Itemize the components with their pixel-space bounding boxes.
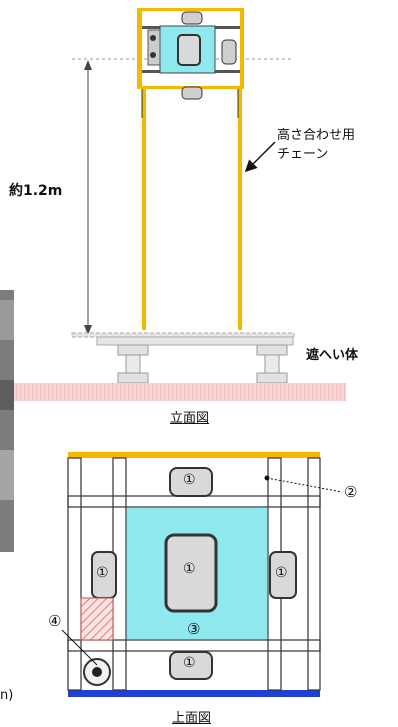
marker-3: ③ bbox=[187, 620, 201, 638]
shield-body bbox=[71, 332, 295, 384]
elevation-device bbox=[137, 8, 244, 100]
height-dimension bbox=[84, 60, 92, 335]
elevation-caption: 立面図 bbox=[170, 411, 210, 426]
marker-4: ④ bbox=[48, 612, 62, 630]
marker-1-bottom: ① bbox=[183, 655, 196, 671]
edge-text: n) bbox=[0, 688, 14, 703]
marker-1-center: ① bbox=[183, 561, 196, 577]
floor bbox=[14, 383, 346, 401]
plan-view bbox=[61, 452, 343, 697]
side-photo bbox=[0, 290, 14, 552]
marker-1-right: ① bbox=[275, 565, 288, 581]
chain-label-line2: チェーン bbox=[277, 147, 329, 162]
marker-2: ② bbox=[344, 483, 358, 501]
marker-1-top: ① bbox=[183, 472, 196, 488]
height-label: 約1.2m bbox=[9, 183, 63, 199]
plan-caption: 上面図 bbox=[172, 711, 212, 726]
chain-label-line1: 高さ合わせ用 bbox=[277, 128, 356, 143]
shield-label: 遮へい体 bbox=[306, 348, 359, 363]
chain-arrow bbox=[244, 141, 276, 173]
marker-1-left: ① bbox=[96, 565, 109, 581]
